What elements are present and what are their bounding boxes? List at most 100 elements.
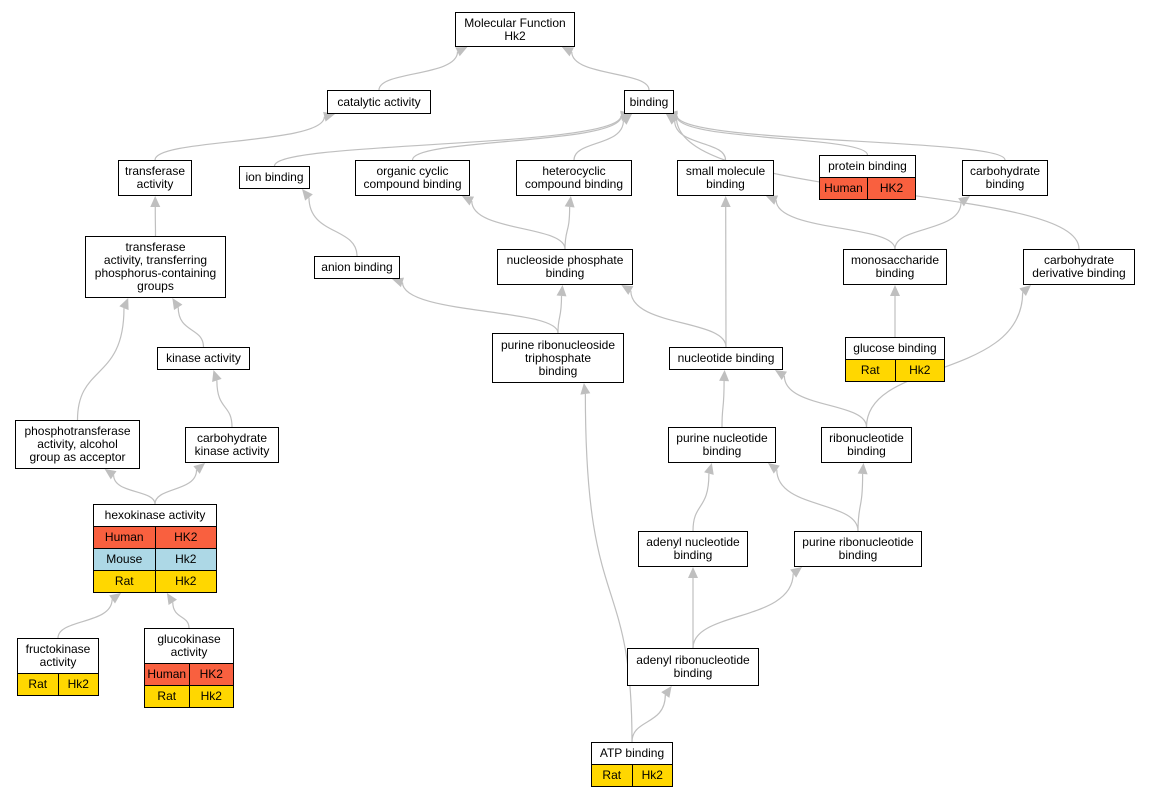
edge-atp-to-purinetri: [584, 393, 633, 743]
edge-glucokinase-to-hexokinase: [172, 602, 190, 629]
arrowhead-icon: [857, 463, 868, 475]
arrowhead-icon: [564, 196, 575, 208]
node-label: glucokinase activity: [157, 632, 221, 659]
node-carbderiv[interactable]: carbohydrate derivative binding: [1023, 249, 1135, 285]
node-label: nucleotide binding: [677, 351, 775, 365]
node-purinetri[interactable]: purine ribonucleoside triphosphate bindi…: [492, 333, 624, 383]
edge-purinetri-to-nucphos: [557, 295, 563, 334]
arrowhead-icon: [166, 593, 178, 605]
arrowhead-icon: [580, 383, 591, 395]
node-purineribo[interactable]: purine ribonucleotide binding: [794, 531, 922, 567]
edge-carbkinase-to-kinase: [216, 380, 233, 428]
edge-transferase-to-catalytic: [154, 116, 325, 161]
arrowhead-icon: [958, 196, 970, 207]
edge-organic-to-binding: [411, 116, 622, 161]
arrowhead-icon: [172, 298, 183, 310]
edge-purinetri-to-anion: [401, 282, 559, 334]
node-label: transferase activity: [124, 164, 186, 191]
node-label: adenyl ribonucleotide binding: [636, 653, 750, 680]
edge-kinase-to-transferase_p: [177, 307, 205, 348]
arrowhead-icon: [719, 370, 730, 382]
edge-carbohydrate-to-binding: [676, 115, 1006, 161]
node-label: kinase activity: [166, 351, 241, 365]
arrowhead-icon: [150, 196, 161, 208]
node-smallmol[interactable]: small molecule binding: [677, 160, 774, 196]
species-cell: Rat: [28, 677, 48, 691]
node-catalytic[interactable]: catalytic activity: [327, 90, 431, 114]
edge-ribonuc-to-nucleotide: [783, 375, 868, 428]
edge-ion-to-binding: [273, 115, 622, 167]
gene-cell: Hk2: [188, 686, 234, 707]
edge-phosphotrans-to-transferase_p: [76, 308, 125, 421]
node-organic[interactable]: organic cyclic compound binding: [355, 160, 470, 196]
node-heterocyclic[interactable]: heterocyclic compound binding: [516, 160, 632, 196]
species-row-rat: Rat Hk2: [145, 685, 233, 707]
arrowhead-icon: [688, 567, 698, 578]
species-cell: Rat: [114, 574, 134, 588]
arrowhead-icon: [890, 285, 900, 296]
gene-cell: Hk2: [154, 571, 217, 592]
gene-cell: HK2: [188, 664, 234, 685]
node-label: glucose binding: [853, 341, 937, 355]
node-label: purine nucleotide binding: [676, 431, 768, 458]
arrowhead-icon: [775, 370, 787, 381]
edge-anion-to-ion: [308, 197, 358, 257]
species-cell: Mouse: [106, 552, 143, 566]
node-label: Molecular Function Hk2: [464, 15, 566, 43]
node-carbohydrate[interactable]: carbohydrate binding: [962, 160, 1048, 196]
edge-fructokinase-to-hexokinase: [57, 599, 113, 639]
arrowhead-icon: [302, 189, 313, 201]
species-cell: Rat: [157, 689, 177, 703]
edge-monosacch-to-smallmol: [775, 200, 896, 250]
node-binding[interactable]: binding: [624, 90, 674, 114]
arrowhead-icon: [704, 463, 714, 475]
node-transferase_p[interactable]: transferase activity, transferring phosp…: [85, 236, 226, 298]
node-label: ribonucleotide binding: [829, 431, 904, 458]
arrowhead-icon: [392, 277, 405, 288]
edge-purineribo-to-purinenuc: [776, 469, 859, 532]
arrowhead-icon: [323, 111, 335, 122]
node-mf[interactable]: Molecular Function Hk2: [455, 12, 575, 47]
arrowhead-icon: [766, 195, 779, 205]
node-adenylribo[interactable]: adenyl ribonucleotide binding: [627, 648, 759, 686]
node-ion[interactable]: ion binding: [239, 166, 310, 189]
node-label: binding: [629, 94, 669, 109]
node-purinenuc[interactable]: purine nucleotide binding: [668, 427, 776, 463]
node-nucphos[interactable]: nucleoside phosphate binding: [497, 249, 633, 285]
node-label: nucleoside phosphate binding: [506, 253, 624, 280]
node-anion[interactable]: anion binding: [314, 256, 400, 279]
gene-cell: Hk2: [894, 360, 945, 381]
node-label: heterocyclic compound binding: [524, 164, 624, 191]
node-label: catalytic activity: [337, 94, 421, 109]
species-cell: Human: [104, 530, 144, 544]
arrowhead-icon: [119, 298, 129, 311]
node-carbkinase[interactable]: carbohydrate kinase activity: [185, 427, 279, 463]
node-transferase[interactable]: transferase activity: [118, 160, 192, 196]
edge-purineribo-to-ribonuc: [857, 473, 864, 532]
arrowhead-icon: [1019, 285, 1031, 296]
node-ribonuc[interactable]: ribonucleotide binding: [821, 427, 912, 463]
arrowhead-icon: [666, 112, 679, 123]
node-label: phosphotransferase activity, alcohol gro…: [24, 424, 131, 464]
node-label: carbohydrate derivative binding: [1032, 253, 1126, 280]
arrowhead-icon: [661, 686, 672, 698]
edge-nucphos-to-heterocyclic: [564, 206, 571, 250]
edge-protein-to-binding: [676, 116, 869, 156]
node-adenylnuc[interactable]: adenyl nucleotide binding: [638, 531, 748, 567]
node-kinase[interactable]: kinase activity: [157, 347, 250, 370]
node-label: monosaccharide binding: [850, 253, 940, 280]
node-nucleotide[interactable]: nucleotide binding: [669, 347, 783, 370]
node-monosacch[interactable]: monosaccharide binding: [843, 249, 947, 285]
node-phosphotrans[interactable]: phosphotransferase activity, alcohol gro…: [15, 420, 140, 469]
node-label: hexokinase activity: [104, 508, 206, 522]
